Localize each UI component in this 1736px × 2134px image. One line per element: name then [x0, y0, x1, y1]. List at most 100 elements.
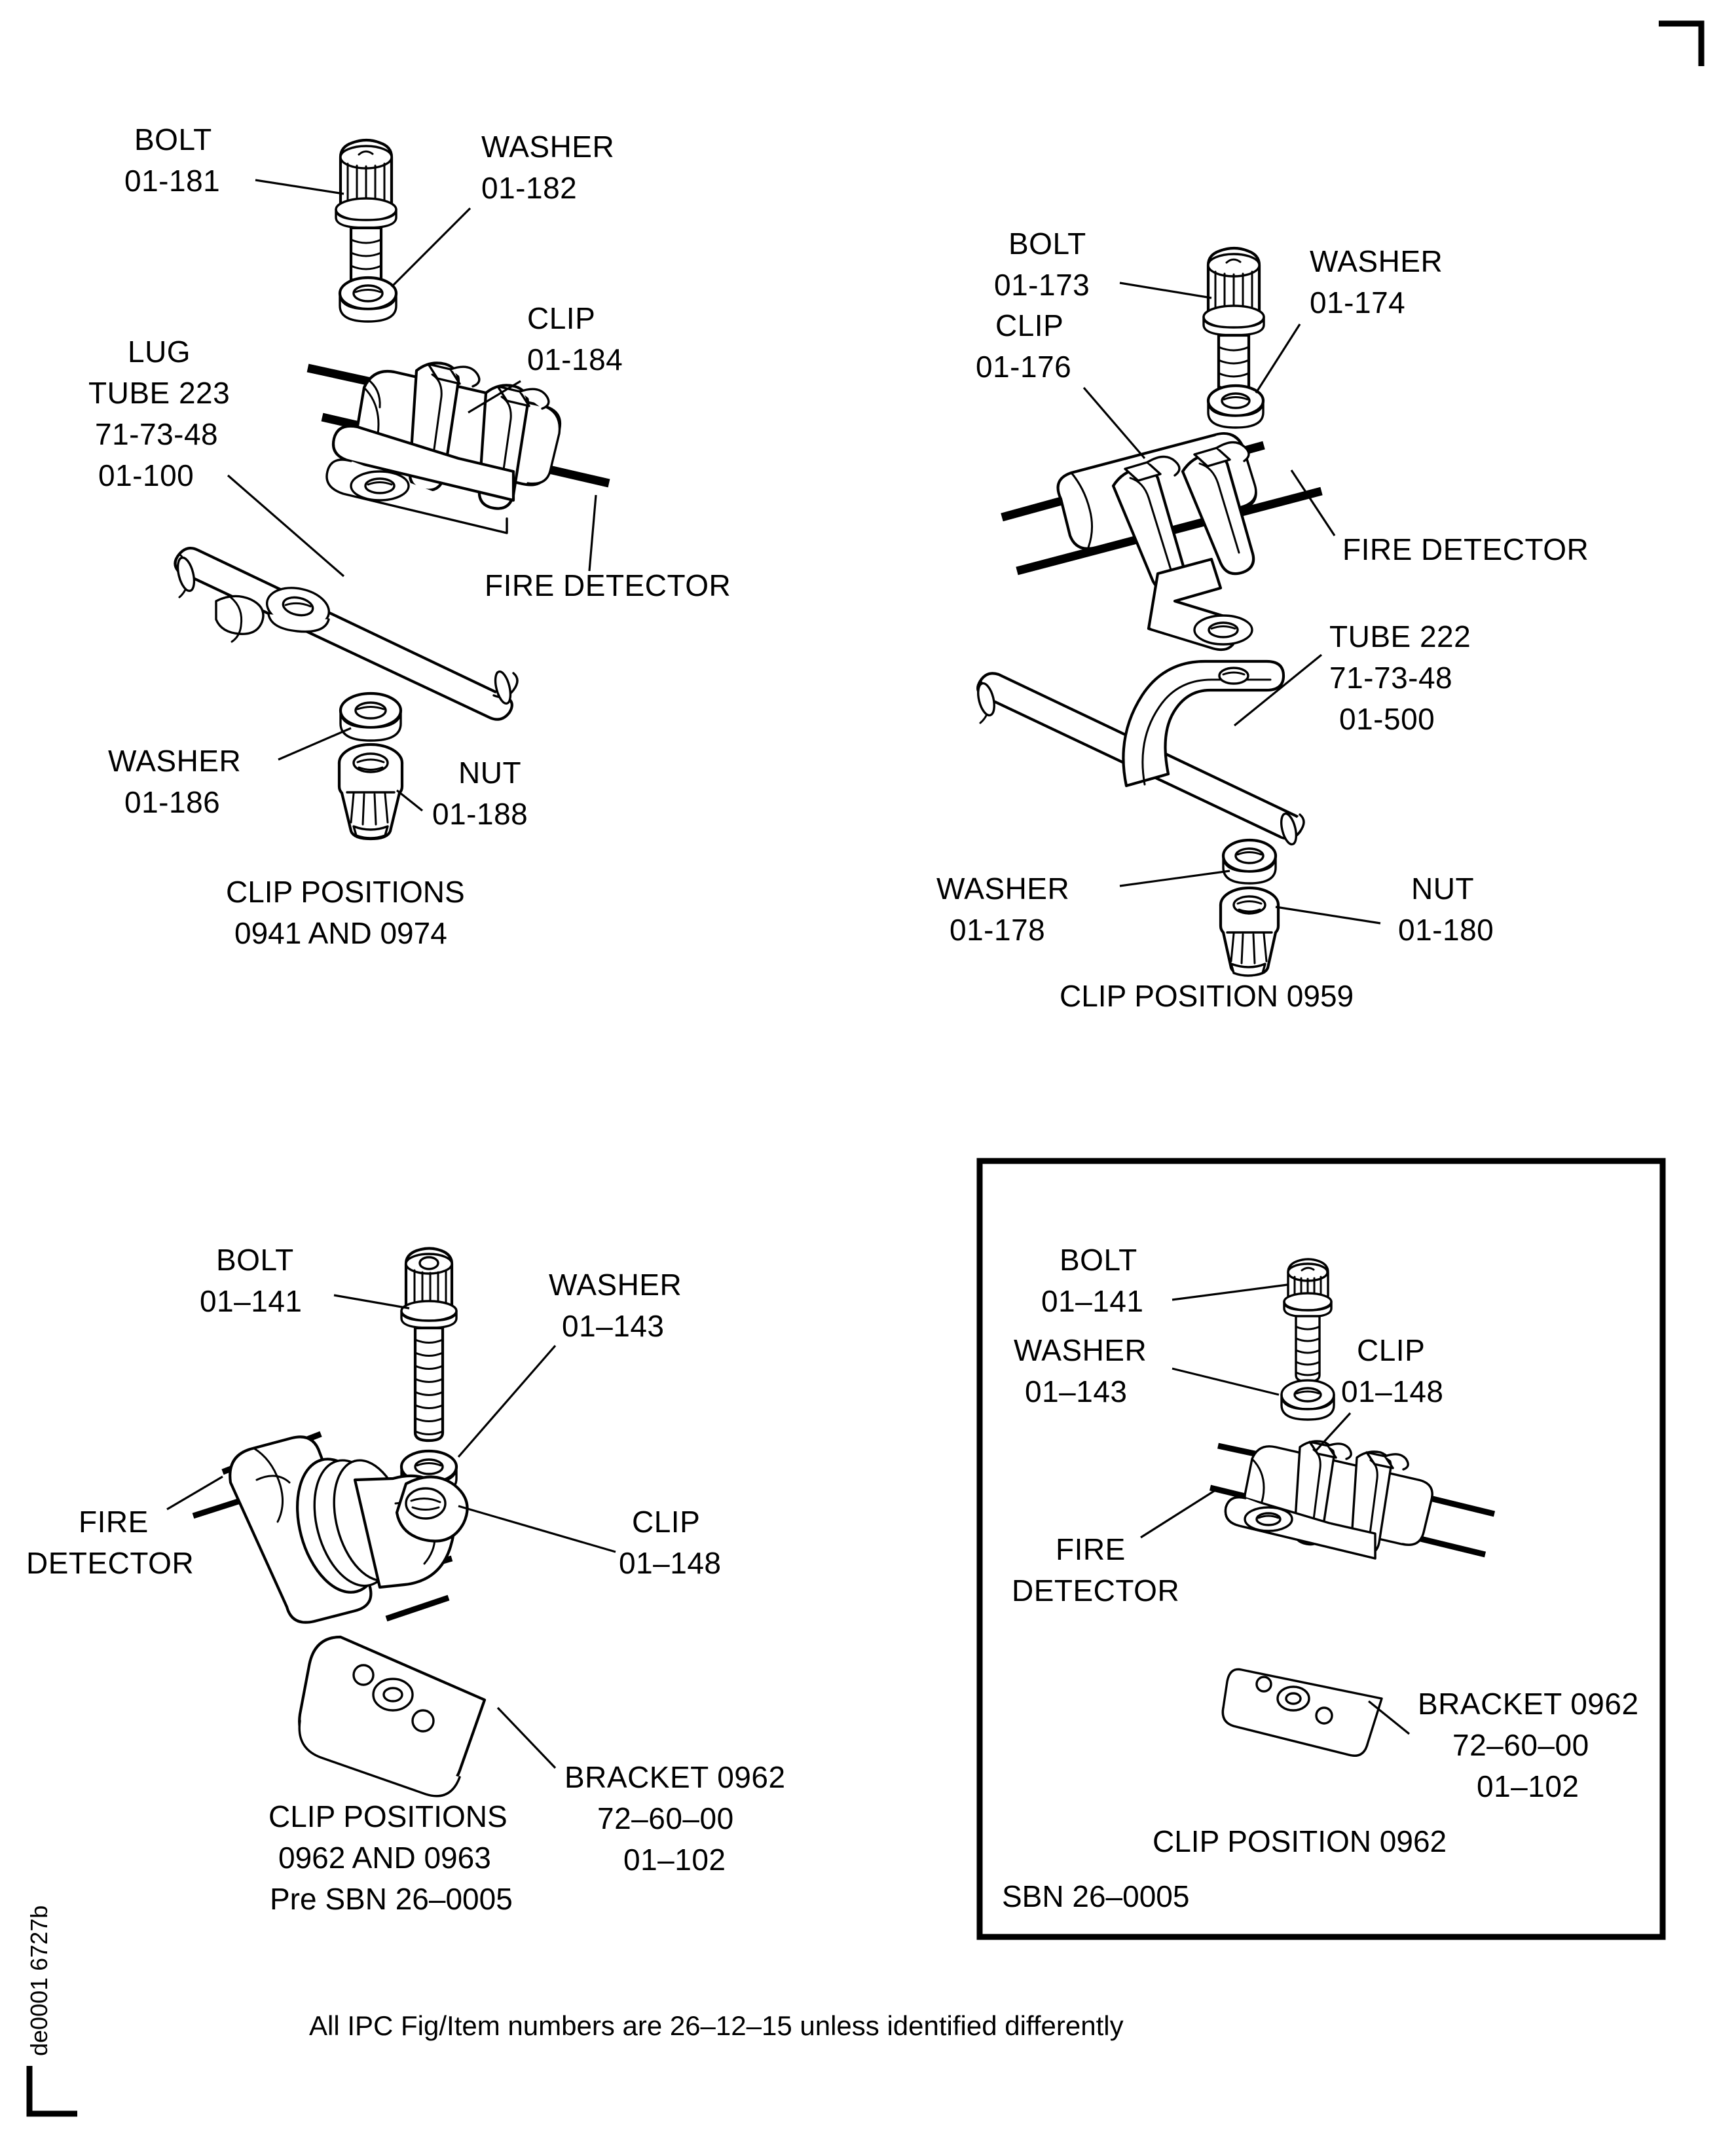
lug-pad — [265, 587, 331, 633]
caption-bottom-left-line1: CLIP POSITIONS — [268, 1799, 508, 1833]
leader-washer-bottom — [278, 727, 352, 761]
label-lug-line4: 01-100 — [98, 458, 194, 492]
bolt-part-01-141-boxed — [1283, 1258, 1333, 1383]
nut-part-01-188 — [337, 743, 404, 841]
washer-part-01-182 — [338, 276, 398, 323]
label4-bolt-line2: 01–141 — [1041, 1284, 1144, 1318]
leader-lug — [227, 474, 345, 578]
label2-clip-line2: 01-176 — [976, 350, 1071, 384]
label-washer-top-line1: WASHER — [481, 130, 614, 164]
label4-washer-line2: 01–143 — [1025, 1374, 1128, 1408]
caption-top-left-line1: CLIP POSITIONS — [226, 875, 465, 909]
label2-tube-line3: 01-500 — [1339, 702, 1435, 736]
label4-bolt-line1: BOLT — [1060, 1243, 1137, 1277]
label2-washer-top-line2: 01-174 — [1310, 285, 1405, 320]
leader2-clip — [1082, 386, 1146, 460]
leader2-nut — [1275, 906, 1381, 925]
label-lug-line1: LUG — [128, 335, 191, 369]
label4-bracket-line3: 01–102 — [1477, 1769, 1579, 1803]
label4-fd-line1: FIRE — [1056, 1532, 1126, 1566]
bracket-part-01-102-left — [298, 1635, 487, 1797]
label3-clip-line1: CLIP — [632, 1505, 700, 1539]
label2-washer-bottom-line2: 01-178 — [950, 913, 1045, 947]
lug-tube-part-01-100 — [174, 546, 519, 721]
label4-bracket-line2: 72–60–00 — [1452, 1728, 1589, 1762]
box-note-sbn: SBN 26–0005 — [1002, 1879, 1189, 1913]
label-clip-line2: 01-184 — [527, 342, 623, 377]
bolt-part-01-141-left — [400, 1247, 458, 1443]
label-bolt-line2: 01-181 — [124, 164, 220, 198]
label-washer-bottom-line1: WASHER — [108, 744, 241, 778]
drawing-id: de0001 6727b — [26, 1905, 52, 2056]
leader2-bolt — [1119, 282, 1212, 299]
corner-mark-top-right — [1659, 20, 1705, 66]
label-fire-detector: FIRE DETECTOR — [485, 568, 731, 602]
leader-fire-detector — [588, 494, 597, 572]
corner-mark-bottom-left — [26, 2066, 77, 2117]
label3-washer-line2: 01–143 — [562, 1309, 665, 1343]
leader2-washer-bottom — [1119, 870, 1230, 887]
footer-note: All IPC Fig/Item numbers are 26–12–15 un… — [309, 2010, 1124, 2041]
label2-clip-line1: CLIP — [995, 308, 1063, 342]
panel-bottom-left: BOLT 01–141 WASHER 01–143 — [26, 1243, 786, 1916]
panel-top-right: BOLT 01-173 WASHER 01-174 — [936, 227, 1589, 1013]
panel-bottom-right-boxed: BOLT 01–141 WASHER 01–143 — [976, 1158, 1666, 1940]
label2-bolt-line1: BOLT — [1008, 227, 1086, 261]
label4-bracket-line1: BRACKET 0962 — [1418, 1687, 1639, 1721]
label-clip-line1: CLIP — [527, 301, 595, 335]
label3-bracket-line2: 72–60–00 — [597, 1801, 734, 1835]
leader4-washer — [1172, 1367, 1280, 1396]
leader3-clip — [458, 1505, 616, 1553]
label-nut-line2: 01-188 — [432, 797, 528, 831]
leader4-clip — [1315, 1412, 1352, 1452]
panel-top-left: BOLT 01-181 WASHER 01-182 — [88, 122, 731, 950]
label3-bolt-line1: BOLT — [216, 1243, 294, 1277]
washer-part-01-186 — [339, 691, 403, 742]
washer-part-01-178 — [1221, 838, 1278, 885]
leader-clip — [468, 380, 521, 414]
label4-clip-line1: CLIP — [1357, 1333, 1425, 1367]
label-washer-bottom-line2: 01-186 — [124, 785, 220, 819]
leader-bolt — [255, 179, 344, 195]
panel-border — [976, 1158, 1666, 1940]
tube-part-01-500 — [976, 659, 1305, 846]
leader3-bracket — [496, 1706, 557, 1769]
caption-top-right: CLIP POSITION 0959 — [1060, 979, 1354, 1013]
label3-washer-line1: WASHER — [549, 1268, 682, 1302]
bracket-part-01-102-boxed — [1221, 1668, 1383, 1757]
clip-assembly-01-148-boxed — [1209, 1440, 1496, 1560]
label3-bolt-line2: 01–141 — [200, 1284, 303, 1318]
label2-nut-line2: 01-180 — [1398, 913, 1494, 947]
label3-clip-line2: 01–148 — [619, 1546, 722, 1580]
leader4-fd — [1140, 1486, 1220, 1539]
clip-ear — [395, 1475, 469, 1543]
label-lug-line2: TUBE 223 — [88, 376, 230, 410]
label3-bracket-line3: 01–102 — [623, 1843, 726, 1877]
washer-part-01-174 — [1206, 384, 1265, 429]
label2-nut-line1: NUT — [1411, 872, 1474, 906]
label-bolt-line1: BOLT — [134, 122, 212, 156]
label4-washer-line1: WASHER — [1014, 1333, 1147, 1367]
label2-bolt-line2: 01-173 — [994, 268, 1090, 302]
drawing-id-text: de0001 6727b — [26, 1905, 52, 2056]
leader3-fd — [166, 1475, 223, 1511]
label-nut-line1: NUT — [458, 756, 521, 790]
label2-washer-bottom-line1: WASHER — [936, 872, 1069, 906]
bolt-part-01-181 — [335, 138, 397, 311]
leader4-bracket — [1367, 1700, 1411, 1735]
caption-bottom-left-line3: Pre SBN 26–0005 — [270, 1882, 513, 1916]
leader3-washer — [457, 1344, 557, 1458]
label4-fd-line2: DETECTOR — [1012, 1573, 1179, 1608]
label3-bracket-line1: BRACKET 0962 — [564, 1760, 786, 1794]
label3-fd-line2: DETECTOR — [26, 1546, 194, 1580]
label2-washer-top-line1: WASHER — [1310, 244, 1443, 278]
label4-clip-line2: 01–148 — [1341, 1374, 1444, 1408]
label-washer-top-line2: 01-182 — [481, 171, 577, 205]
leader2-washer-top — [1255, 323, 1301, 394]
leader2-tube — [1233, 653, 1323, 727]
clip-assembly-01-176 — [1001, 432, 1323, 652]
leader3-bolt — [333, 1294, 410, 1310]
leader-nut — [396, 789, 423, 812]
leader2-fire-detector — [1290, 469, 1336, 536]
